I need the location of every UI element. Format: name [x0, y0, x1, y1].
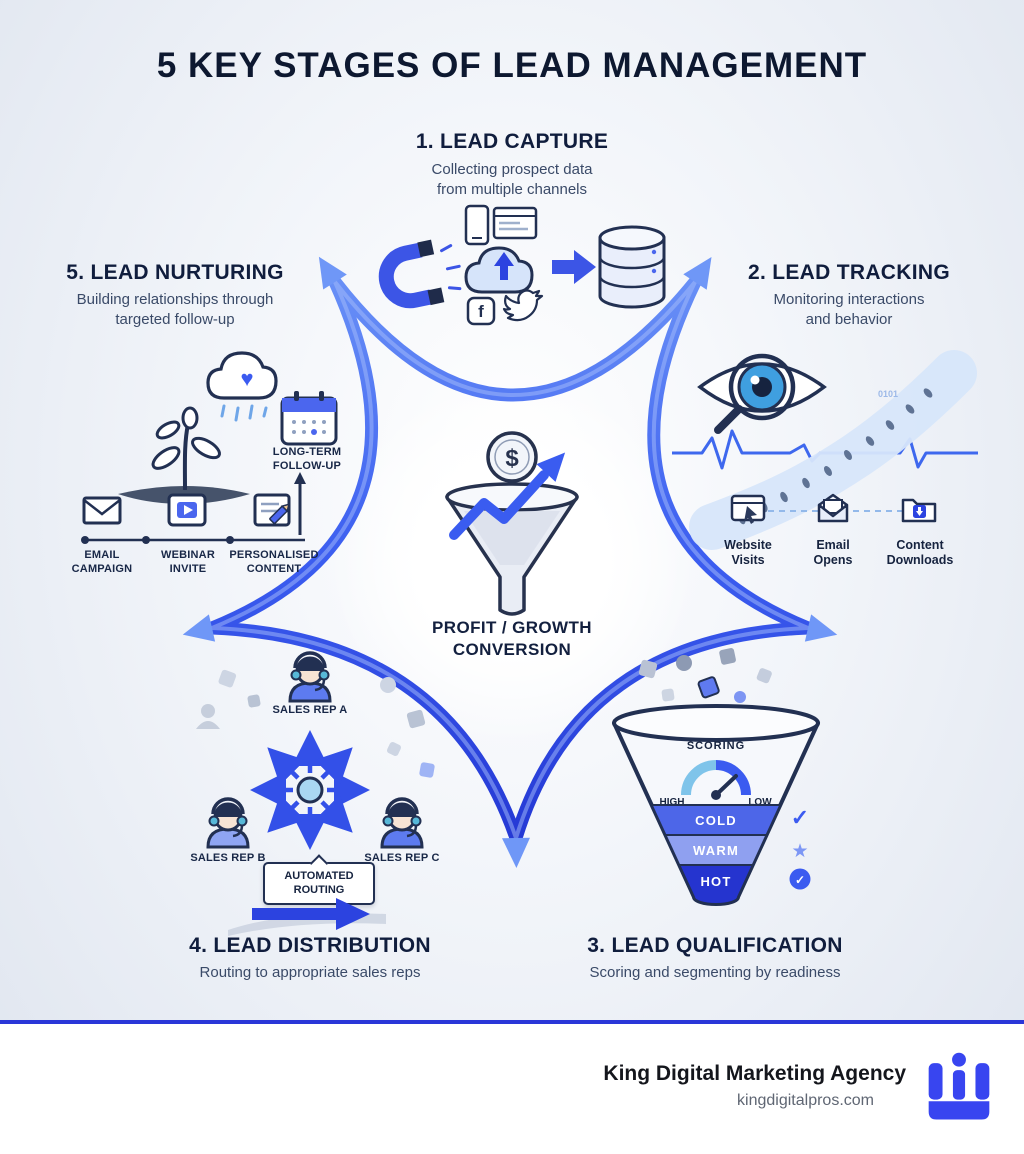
- facebook-icon: f: [466, 296, 496, 326]
- funnel-segments: COLD WARM HOT: [650, 804, 782, 905]
- svg-text:$: $: [505, 445, 519, 472]
- nurture-timeline: [81, 472, 306, 544]
- nurture-cloud-icon: ♥: [206, 351, 278, 422]
- routing-hub-icon: [250, 730, 370, 850]
- plant-icon: [118, 406, 250, 504]
- webinar-invite-icon: [167, 493, 207, 527]
- tactic-personalised-content: PERSONALISED CONTENT: [229, 549, 319, 575]
- tracking-description: Monitoring interactions and behavior: [773, 291, 925, 328]
- center-funnel-graphic: $: [445, 431, 579, 616]
- lead-silhouettes: [196, 669, 435, 778]
- tracking-heading: 2. LEAD TRACKING: [748, 261, 950, 284]
- content-downloads-icon: [901, 498, 937, 523]
- company-name: King Digital Marketing Agency: [603, 1062, 906, 1085]
- phone-icon: [464, 204, 490, 246]
- qualification-description: Scoring and segmenting by readiness: [589, 964, 841, 981]
- rain-drops: [220, 404, 268, 422]
- tactic-webinar-invite: WEBINAR INVITE: [161, 549, 215, 575]
- capture-description: Collecting prospect data from multiple c…: [431, 161, 593, 198]
- ecg-line: [672, 429, 978, 470]
- sales-rep-a-label: SALES REP A: [272, 704, 348, 716]
- nurturing-graphic: ♥: [81, 351, 338, 544]
- flow-arrowheads: [182, 256, 838, 868]
- footer-divider: [0, 1020, 1024, 1024]
- svg-text:LOW: LOW: [748, 797, 772, 808]
- logo-crown-icon: [928, 1052, 990, 1120]
- heart-icon: ♥: [240, 366, 253, 391]
- lead-capture-icons: f: [378, 204, 666, 326]
- eye-icon: [697, 362, 827, 413]
- eye-tracking-graphic: 0101: [672, 350, 978, 550]
- capture-heading: 1. LEAD CAPTURE: [415, 130, 609, 153]
- distribution-graphic: [196, 651, 435, 850]
- svg-text:WARM: WARM: [693, 843, 739, 858]
- qualification-heading: 3. LEAD QUALIFICATION: [587, 934, 843, 957]
- svg-text:COLD: COLD: [695, 813, 737, 828]
- sales-rep-c-icon: [380, 797, 424, 849]
- magnifier-icon: [714, 353, 796, 434]
- page-title: 5 KEY STAGES OF LEAD MANAGEMENT: [156, 46, 868, 85]
- tactic-email-campaign: EMAIL CAMPAIGN: [71, 549, 133, 575]
- footer: [0, 1024, 1024, 1154]
- magnet-icon: [378, 239, 462, 309]
- svg-text:HIGH: HIGH: [660, 797, 685, 808]
- website-visits-icon: [730, 494, 766, 524]
- twitter-icon: [502, 289, 544, 322]
- automated-routing-box: AUTOMATED ROUTING: [263, 862, 375, 905]
- badge-icon: ✓: [789, 868, 811, 890]
- footprints: [738, 388, 933, 525]
- svg-text:0101: 0101: [878, 389, 898, 399]
- distribution-description: Routing to appropriate sales reps: [199, 964, 421, 981]
- distribution-heading: 4. LEAD DISTRIBUTION: [189, 934, 431, 957]
- transfer-arrow-icon: [552, 250, 596, 284]
- qualification-funnel: SCORING HIGH LOW COLD WARM HOT ✓ ★ ✓: [612, 648, 820, 906]
- tracking-connector: [768, 510, 818, 512]
- sales-rep-b-icon: [206, 797, 250, 849]
- star-icon: ★: [791, 841, 808, 862]
- svg-text:✓: ✓: [795, 873, 805, 887]
- metric-email-opens: Email Opens: [813, 538, 853, 567]
- email-campaign-icon: [82, 496, 122, 525]
- metric-content-downloads: Content Downloads: [886, 538, 954, 567]
- routing-arrow-icon: [228, 898, 386, 936]
- database-icon: [598, 225, 666, 309]
- nurturing-heading: 5. LEAD NURTURING: [66, 261, 284, 284]
- growth-arrow-icon: [449, 452, 566, 540]
- coin-icon: $: [486, 431, 538, 483]
- metric-website-visits: Website Visits: [724, 538, 772, 567]
- sales-rep-c-label: SALES REP C: [364, 852, 440, 864]
- svg-text:f: f: [478, 302, 484, 321]
- scoring-gauge: SCORING HIGH LOW: [660, 740, 773, 808]
- followup-label: LONG-TERM FOLLOW-UP: [272, 446, 342, 472]
- tracking-connector: [853, 510, 903, 512]
- sales-rep-b-label: SALES REP B: [190, 852, 266, 864]
- website-url: kingdigitalpros.com: [737, 1092, 874, 1109]
- center-label: PROFIT / GROWTH CONVERSION: [432, 618, 592, 660]
- falling-leads-shapes: [638, 648, 772, 703]
- email-opens-icon: [817, 493, 849, 523]
- calendar-icon: [280, 391, 338, 446]
- cloud-upload-icon: [464, 246, 534, 294]
- funnel-icon: [445, 482, 579, 616]
- personalised-content-icon: [253, 493, 291, 527]
- browser-icon: [492, 206, 538, 240]
- svg-text:SCORING: SCORING: [687, 740, 745, 752]
- nurturing-description: Building relationships through targeted …: [76, 291, 274, 328]
- check-icon: ✓: [791, 805, 809, 830]
- sales-rep-a-icon: [288, 651, 332, 703]
- svg-text:HOT: HOT: [700, 874, 731, 889]
